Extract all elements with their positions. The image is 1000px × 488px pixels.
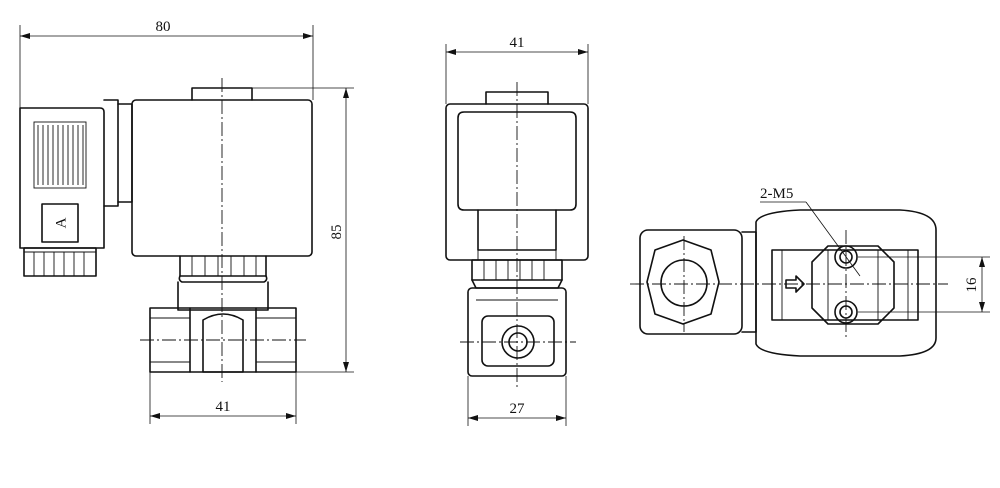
side-view bbox=[445, 82, 589, 390]
connector-letter: A bbox=[53, 217, 69, 228]
dim-height-85: 85 bbox=[252, 87, 354, 373]
dim-80-label: 80 bbox=[156, 19, 171, 35]
dim-coil-41: 41 bbox=[445, 35, 589, 104]
dim-port-41: 41 bbox=[149, 372, 297, 424]
mount-holes-label: 2-M5 bbox=[760, 186, 793, 202]
top-view bbox=[630, 209, 948, 357]
dim-spacing-16: 16 bbox=[858, 256, 990, 313]
label-2-M5: 2-M5 bbox=[760, 186, 861, 277]
front-view: A bbox=[19, 78, 313, 382]
dim-27-label: 27 bbox=[510, 401, 526, 417]
dim-body-27: 27 bbox=[467, 376, 567, 426]
dim-16-label: 16 bbox=[964, 277, 980, 293]
dim-85-label: 85 bbox=[329, 225, 345, 240]
dim-41-bottom-label: 41 bbox=[216, 399, 231, 415]
dim-width-80: 80 bbox=[19, 19, 314, 108]
dim-41-top-label: 41 bbox=[510, 35, 525, 51]
